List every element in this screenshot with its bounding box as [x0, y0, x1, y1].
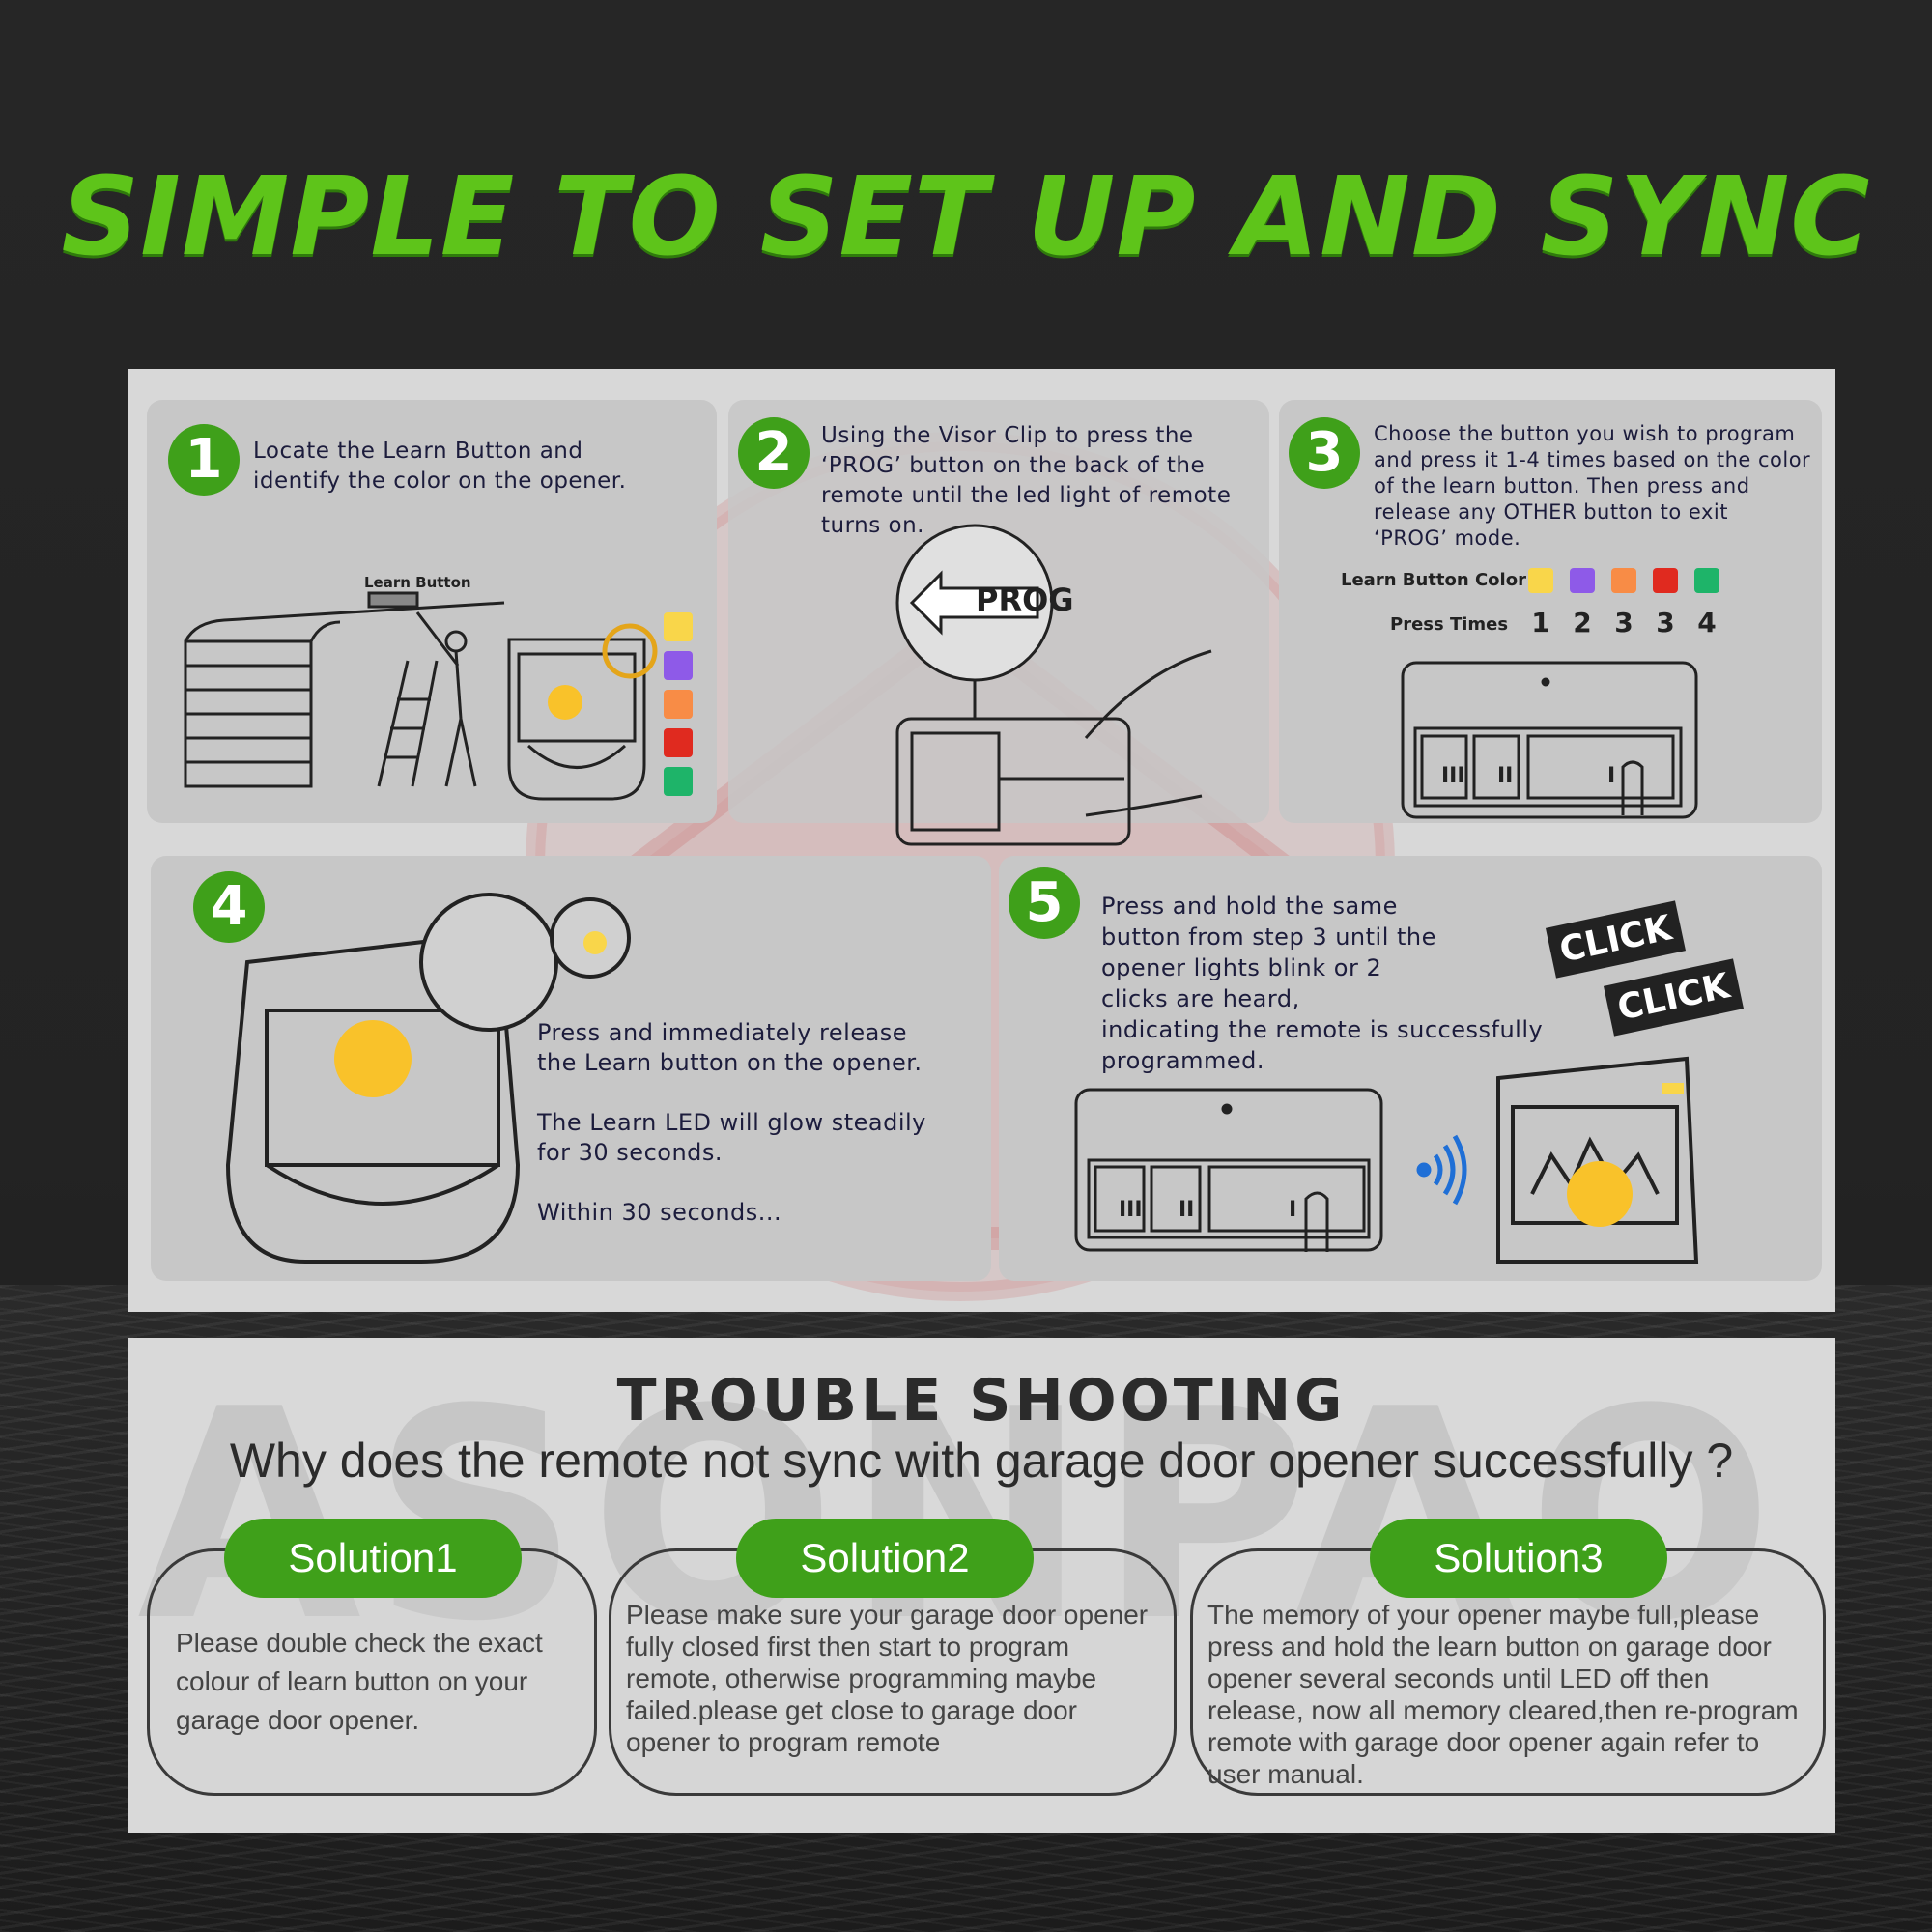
solution-1-box [147, 1548, 597, 1796]
press-swatch-yellow [1528, 568, 1553, 593]
step-3-card: 3 Choose the button you wish to program … [1279, 400, 1822, 823]
press-swatch-orange [1611, 568, 1636, 593]
color-swatch-red [664, 728, 693, 757]
opener-closeup-illustration [225, 893, 631, 1264]
press-times-value: 1 [1531, 607, 1550, 639]
solution-1-text: Please double check the exact colour of … [176, 1628, 543, 1735]
press-swatch-green [1694, 568, 1719, 593]
step-5-card: 5 Press and hold the same button from st… [999, 856, 1822, 1281]
step-1-card: 1 Locate the Learn Button and identify t… [147, 400, 717, 823]
troubleshooting-panel: ASONPAO TROUBLE SHOOTING Why does the re… [128, 1338, 1835, 1833]
remote-illustration [1401, 661, 1698, 819]
prog-label: PROG [976, 582, 1074, 618]
visor-clip-illustration [895, 524, 1212, 846]
press-times-value: 3 [1656, 607, 1675, 639]
garage-ladder-illustration [184, 591, 505, 788]
watermark-text: ASONPAO [137, 1348, 1783, 1685]
solution-3-label: Solution3 [1370, 1519, 1667, 1598]
learn-button-color-label: Learn Button Color [1341, 570, 1526, 590]
remote-button-mark: II [1497, 764, 1514, 788]
opener-blink-illustration [1496, 1056, 1699, 1264]
solution-2-label: Solution2 [736, 1519, 1034, 1598]
color-swatch-purple [664, 651, 693, 680]
press-times-value: 4 [1697, 607, 1717, 639]
remote-illustration [1074, 1088, 1383, 1252]
step-3-text: Choose the button you wish to program an… [1374, 422, 1811, 550]
step-4-card: 4 Press and immediately release the Lear… [151, 856, 991, 1281]
step-1-text: Locate the Learn Button and identify the… [253, 439, 627, 494]
troubleshooting-question: Why does the remote not sync with garage… [229, 1434, 1734, 1488]
troubleshooting-title: TROUBLE SHOOTING [616, 1367, 1347, 1435]
press-swatch-red [1653, 568, 1678, 593]
solution-3-text: The memory of your opener maybe full,ple… [1208, 1600, 1799, 1789]
page-title: SIMPLE TO SET UP AND SYNC [61, 155, 1871, 280]
step-5-text: Press and hold the same button from step… [1101, 893, 1544, 1074]
press-times-value: 3 [1614, 607, 1634, 639]
step-number-badge: 5 [1009, 867, 1080, 939]
remote-button-mark: III [1119, 1198, 1143, 1222]
color-swatch-green [664, 767, 693, 796]
step-4-text: Press and immediately release the Learn … [537, 1019, 926, 1226]
step-2-text: Using the Visor Clip to press the ‘PROG’… [821, 423, 1232, 538]
step-number-badge: 1 [168, 424, 240, 496]
step-number-badge: 2 [738, 417, 810, 489]
step-2-card: 2 Using the Visor Clip to press the ‘PRO… [728, 400, 1269, 846]
solution-2-text: Please make sure your garage door opener… [626, 1600, 1149, 1757]
solution-1-label: Solution1 [224, 1519, 522, 1598]
remote-button-mark: II [1179, 1198, 1195, 1222]
color-swatch-orange [664, 690, 693, 719]
remote-button-mark: I [1289, 1198, 1297, 1222]
step-number-badge: 4 [193, 871, 265, 943]
press-times-value: 2 [1573, 607, 1592, 639]
signal-waves-icon [1416, 1134, 1467, 1206]
color-swatch-yellow [664, 612, 693, 641]
press-swatch-purple [1570, 568, 1595, 593]
step-number-badge: 3 [1289, 417, 1360, 489]
opener-illustration [507, 623, 658, 801]
click-sound-word: CLICK [1603, 958, 1745, 1037]
steps-panel: 1 Locate the Learn Button and identify t… [128, 369, 1835, 1312]
remote-button-mark: I [1607, 764, 1616, 788]
learn-button-label: Learn Button [364, 574, 471, 591]
remote-button-mark: III [1441, 764, 1465, 788]
press-times-label: Press Times [1390, 614, 1509, 635]
